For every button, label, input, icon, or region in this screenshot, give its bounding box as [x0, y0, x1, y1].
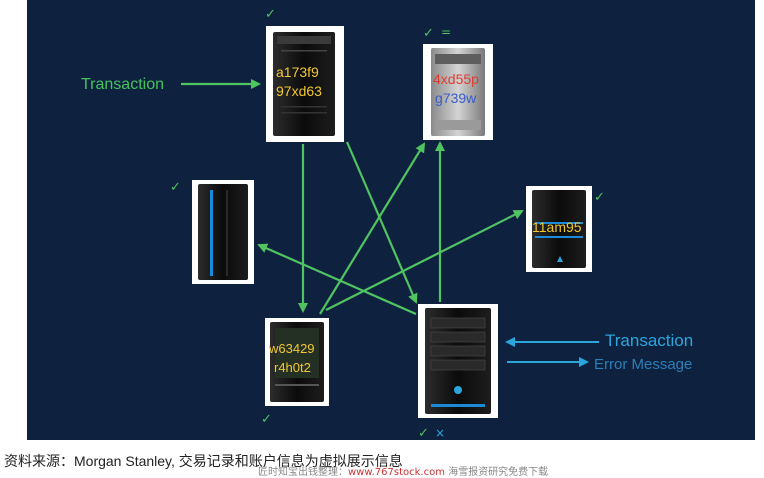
- watermark-suffix: 海雪报资研究免费下载: [444, 467, 549, 478]
- check-icon-bottom-left: ✓: [261, 412, 272, 427]
- server-code-bottom-left-2: r4h0t2: [274, 360, 311, 375]
- server-code-top-right-2: g739w: [435, 90, 477, 106]
- blockchain-network-diagram: Transaction Transaction Error Message a1…: [27, 0, 755, 440]
- error-message-label: Error Message: [594, 356, 692, 373]
- source-caption: 资料来源：Morgan Stanley, 交易记录和账户信息为虚拟展示信息: [4, 453, 403, 469]
- arrow-bottomleft-to-midright: [325, 210, 524, 311]
- arrow-topleft-to-bottomright: [345, 141, 418, 304]
- server-tower-bottom-left: [270, 322, 324, 402]
- check-icon-mid-right: ✓: [594, 190, 605, 205]
- check-icon-top-right: ✓: [423, 26, 434, 41]
- transaction-label-left: Transaction: [81, 76, 164, 93]
- arrow-bottomright-to-midleft: [257, 243, 417, 316]
- cross-icon: ×: [435, 426, 445, 440]
- check-icon-top-left: ✓: [265, 7, 276, 22]
- equals-mark: =: [441, 25, 451, 39]
- server-code-top-right-1: 4xd55p: [433, 71, 479, 87]
- watermark-prefix: 匠时知宝出钱整理：: [258, 467, 348, 478]
- server-tower-top-left: [273, 32, 335, 136]
- watermark-link[interactable]: www.767stock.com: [348, 467, 445, 478]
- server-code-top-left-1: a173f9: [276, 64, 319, 80]
- check-icon-mid-left: ✓: [170, 180, 181, 195]
- server-code-bottom-left-1: w63429: [268, 341, 315, 356]
- server-tower-mid-right: [532, 190, 586, 268]
- watermark: 匠时知宝出钱整理：www.767stock.com 海雪报资研究免费下载: [258, 463, 548, 478]
- server-code-mid-right: 11am95: [532, 219, 582, 235]
- check-icon-bottom-right: ✓: [418, 426, 429, 440]
- server-tower-bottom-right: [425, 308, 491, 414]
- server-tower-mid-left: [198, 184, 248, 280]
- server-code-top-left-2: 97xd63: [276, 83, 322, 99]
- arrow-bottomleft-to-topright: [319, 142, 426, 315]
- server-tower-top-right: [431, 48, 485, 136]
- transaction-label-right: Transaction: [605, 331, 693, 350]
